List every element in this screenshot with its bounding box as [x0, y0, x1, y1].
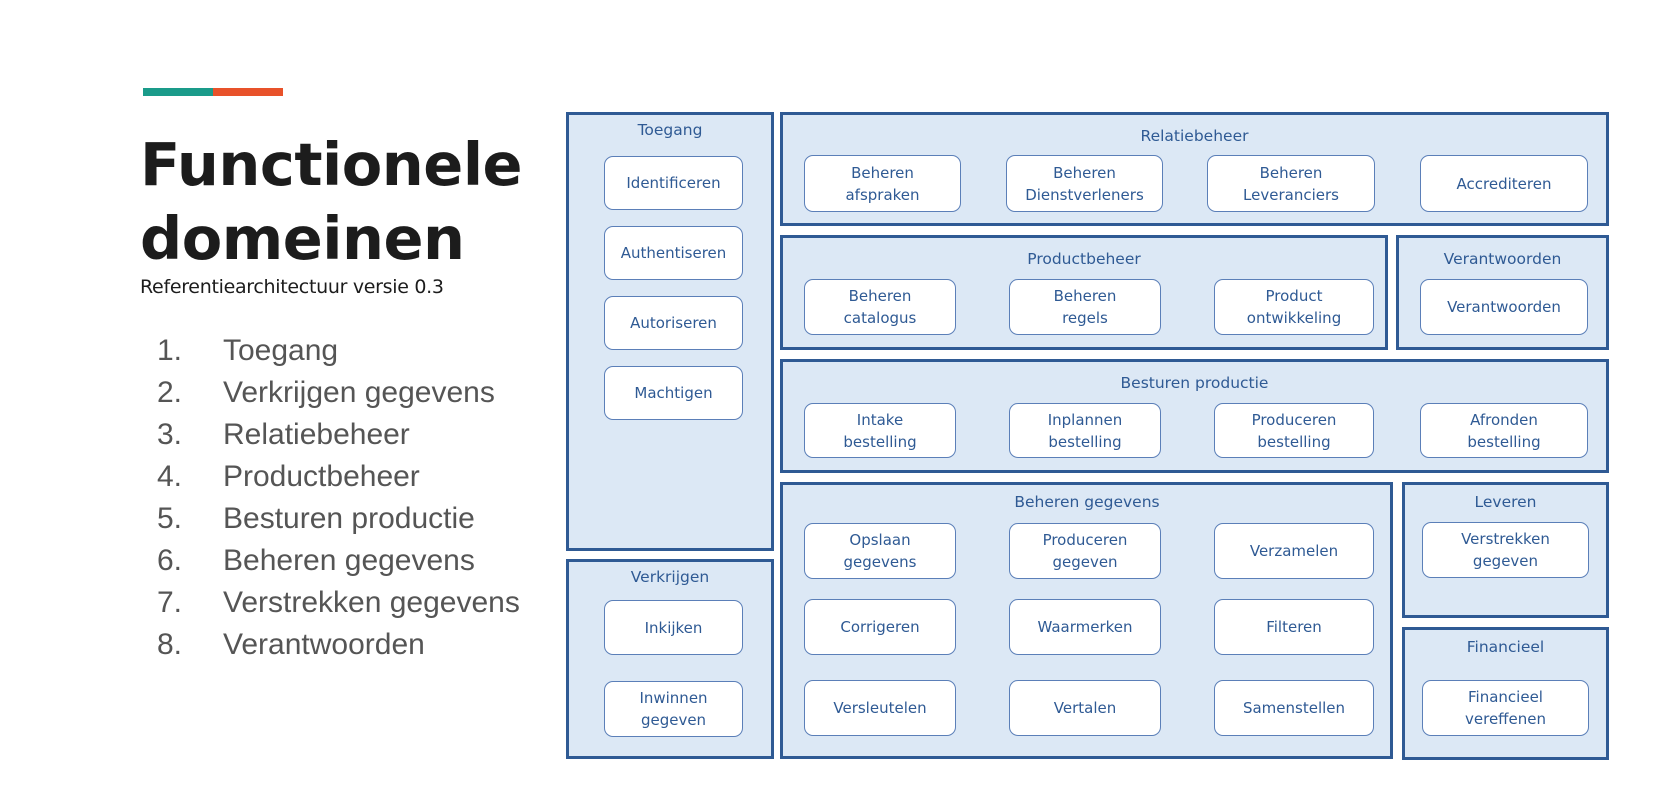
- list-item: 4. Productbeheer: [157, 456, 520, 498]
- domain-beheren-gegevens: Beheren gegevens Opslaan gegevens Produc…: [780, 482, 1393, 759]
- list-label: Toegang: [223, 334, 339, 367]
- function-financieel-vereffenen: Financieel vereffenen: [1422, 680, 1589, 736]
- function-authentiseren: Authentiseren: [604, 226, 743, 280]
- list-label: Verkrijgen gegevens: [223, 376, 495, 409]
- list-label: Verstrekken gegevens: [223, 586, 520, 619]
- function-beheren-afspraken: Beheren afspraken: [804, 155, 961, 212]
- list-number: 5.: [157, 502, 183, 535]
- function-accrediteren: Accrediteren: [1420, 155, 1588, 212]
- function-samenstellen: Samenstellen: [1214, 680, 1374, 736]
- domain-title: Relatiebeheer: [1140, 127, 1249, 145]
- list-label: Productbeheer: [223, 460, 420, 493]
- domain-title: Leveren: [1474, 493, 1537, 511]
- list-item: 3. Relatiebeheer: [157, 414, 520, 456]
- domain-title: Productbeheer: [1027, 250, 1141, 268]
- list-number: 1.: [157, 334, 183, 367]
- list-number: 2.: [157, 376, 183, 409]
- accent-bar-teal: [143, 88, 213, 96]
- function-corrigeren: Corrigeren: [804, 599, 956, 655]
- list-number: 4.: [157, 460, 183, 493]
- slide-title: Functionele domeinen: [140, 128, 523, 276]
- domain-list: 1. Toegang 2. Verkrijgen gegevens 3. Relati…: [157, 330, 520, 666]
- domain-title: Verkrijgen: [630, 568, 710, 586]
- title-line-2: domeinen: [140, 204, 465, 273]
- list-item: 1. Toegang: [157, 330, 520, 372]
- domain-financieel: Financieel Financieel vereffenen: [1402, 627, 1609, 760]
- accent-bar-orange: [213, 88, 283, 96]
- function-vertalen: Vertalen: [1009, 680, 1161, 736]
- list-number: 8.: [157, 628, 183, 661]
- function-opslaan-gegevens: Opslaan gegevens: [804, 523, 956, 579]
- domain-title: Toegang: [637, 121, 703, 139]
- function-produceren-gegeven: Produceren gegeven: [1009, 523, 1161, 579]
- list-item: 2. Verkrijgen gegevens: [157, 372, 520, 414]
- list-item: 7. Verstrekken gegevens: [157, 582, 520, 624]
- function-verstrekken-gegeven: Verstrekken gegeven: [1422, 522, 1589, 578]
- function-filteren: Filteren: [1214, 599, 1374, 655]
- list-item: 6. Beheren gegevens: [157, 540, 520, 582]
- list-number: 7.: [157, 586, 183, 619]
- function-intake-bestelling: Intake bestelling: [804, 403, 956, 458]
- domain-besturen-productie: Besturen productie Intake bestelling Inp…: [780, 359, 1609, 473]
- title-line-1: Functionele: [140, 130, 523, 199]
- domain-toegang: Toegang Identificeren Authentiseren Auto…: [566, 112, 774, 551]
- domain-leveren: Leveren Verstrekken gegeven: [1402, 482, 1609, 618]
- function-inwinnen-gegeven: Inwinnen gegeven: [604, 681, 743, 737]
- function-beheren-leveranciers: Beheren Leveranciers: [1207, 155, 1375, 212]
- function-inplannen-bestelling: Inplannen bestelling: [1009, 403, 1161, 458]
- function-autoriseren: Autoriseren: [604, 296, 743, 350]
- function-inkijken: Inkijken: [604, 600, 743, 655]
- list-label: Besturen productie: [223, 502, 475, 535]
- function-versleutelen: Versleutelen: [804, 680, 956, 736]
- function-beheren-dienstverleners: Beheren Dienstverleners: [1006, 155, 1163, 212]
- domain-relatiebeheer: Relatiebeheer Beheren afspraken Beheren …: [780, 112, 1609, 226]
- function-machtigen: Machtigen: [604, 366, 743, 420]
- domain-verantwoorden: Verantwoorden Verantwoorden: [1396, 235, 1609, 350]
- function-afronden-bestelling: Afronden bestelling: [1420, 403, 1588, 458]
- function-product-ontwikkeling: Product ontwikkeling: [1214, 279, 1374, 335]
- domain-verkrijgen: Verkrijgen Inkijken Inwinnen gegeven: [566, 559, 774, 759]
- list-item: 5. Besturen productie: [157, 498, 520, 540]
- list-label: Beheren gegevens: [223, 544, 475, 577]
- domain-productbeheer: Productbeheer Beheren catalogus Beheren …: [780, 235, 1388, 350]
- function-produceren-bestelling: Produceren bestelling: [1214, 403, 1374, 458]
- function-verzamelen: Verzamelen: [1214, 523, 1374, 579]
- function-identificeren: Identificeren: [604, 156, 743, 210]
- function-verantwoorden: Verantwoorden: [1420, 279, 1588, 335]
- domain-title: Beheren gegevens: [1014, 493, 1160, 511]
- slide-subtitle: Referentiearchitectuur versie 0.3: [140, 276, 444, 298]
- domain-title: Verantwoorden: [1443, 250, 1562, 268]
- function-waarmerken: Waarmerken: [1009, 599, 1161, 655]
- list-number: 3.: [157, 418, 183, 451]
- list-item: 8. Verantwoorden: [157, 624, 520, 666]
- domain-title: Besturen productie: [1120, 374, 1269, 392]
- function-beheren-catalogus: Beheren catalogus: [804, 279, 956, 335]
- list-label: Relatiebeheer: [223, 418, 410, 451]
- function-beheren-regels: Beheren regels: [1009, 279, 1161, 335]
- list-number: 6.: [157, 544, 183, 577]
- domain-title: Financieel: [1466, 638, 1545, 656]
- list-label: Verantwoorden: [223, 628, 425, 661]
